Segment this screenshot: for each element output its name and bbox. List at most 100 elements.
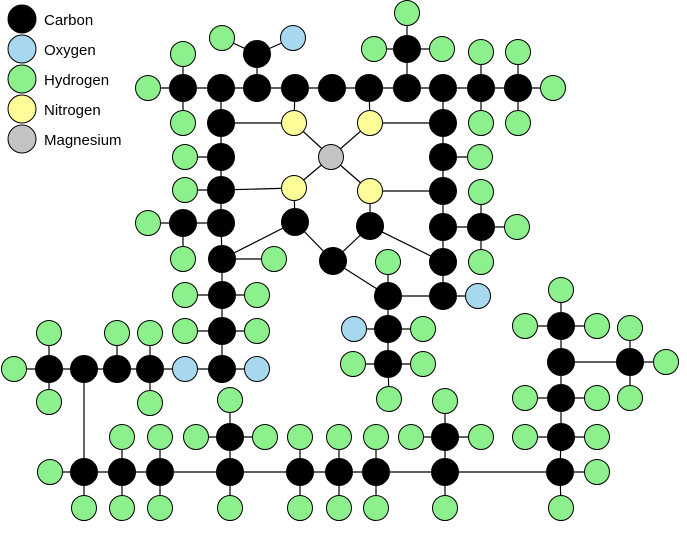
hydrogen-atom [584, 385, 610, 411]
hydrogen-atom [244, 282, 270, 308]
carbon-atom [208, 281, 236, 309]
carbon-atom [429, 74, 457, 102]
carbon-atom [286, 458, 314, 486]
hydrogen-atom [147, 424, 173, 450]
legend-swatch-oxygen [7, 34, 37, 64]
hydrogen-atom [137, 390, 163, 416]
hydrogen-atom [209, 25, 235, 51]
legend-item-nitrogen: Nitrogen [7, 94, 101, 124]
carbon-atom [169, 74, 197, 102]
carbon-atom [146, 458, 174, 486]
oxygen-atom [172, 356, 198, 382]
legend-item-oxygen: Oxygen [7, 34, 96, 64]
carbon-atom [216, 458, 244, 486]
nitrogen-atom [281, 110, 307, 136]
hydrogen-atom [512, 313, 538, 339]
carbon-atom [207, 74, 235, 102]
carbon-atom [103, 355, 131, 383]
oxygen-atom [465, 283, 491, 309]
carbon-atom [429, 213, 457, 241]
nitrogen-atom [357, 178, 383, 204]
hydrogen-atom [217, 495, 243, 521]
carbon-atom [35, 355, 63, 383]
carbon-atom [504, 74, 532, 102]
hydrogen-atom [468, 39, 494, 65]
hydrogen-atom [468, 424, 494, 450]
carbon-atom [216, 423, 244, 451]
hydrogen-atom [135, 75, 161, 101]
hydrogen-atom [71, 495, 97, 521]
hydrogen-atom [109, 424, 135, 450]
hydrogen-atom [512, 424, 538, 450]
legend-swatch-magnesium [7, 124, 37, 154]
hydrogen-atom [170, 41, 196, 67]
hydrogen-atom [548, 277, 574, 303]
hydrogen-atom [137, 320, 163, 346]
hydrogen-atom [617, 385, 643, 411]
hydrogen-atom [287, 424, 313, 450]
carbon-atom [429, 282, 457, 310]
legend-swatch-carbon [7, 4, 37, 34]
legend-item-hydrogen: Hydrogen [7, 64, 109, 94]
carbon-atom [281, 74, 309, 102]
carbon-atom [393, 35, 421, 63]
carbon-atom [431, 423, 459, 451]
atom-layer [1, 0, 679, 521]
hydrogen-atom [584, 459, 610, 485]
hydrogen-atom [363, 424, 389, 450]
hydrogen-atom [376, 386, 402, 412]
carbon-atom [325, 458, 353, 486]
legend-label-hydrogen: Hydrogen [44, 72, 109, 89]
legend-swatch-hydrogen [7, 64, 37, 94]
hydrogen-atom [398, 424, 424, 450]
legend-label-oxygen: Oxygen [44, 42, 96, 59]
carbon-atom [208, 317, 236, 345]
hydrogen-atom [170, 246, 196, 272]
nitrogen-atom [357, 110, 383, 136]
oxygen-atom [244, 356, 270, 382]
hydrogen-atom [410, 316, 436, 342]
carbon-atom [429, 143, 457, 171]
hydrogen-atom [147, 495, 173, 521]
carbon-atom [362, 458, 390, 486]
carbon-atom [318, 74, 346, 102]
legend-label-nitrogen: Nitrogen [44, 102, 101, 119]
hydrogen-atom [432, 495, 458, 521]
carbon-atom [243, 40, 271, 68]
hydrogen-atom [172, 177, 198, 203]
hydrogen-atom [217, 387, 243, 413]
hydrogen-atom [410, 351, 436, 377]
carbon-atom [208, 355, 236, 383]
hydrogen-atom [252, 424, 278, 450]
carbon-atom [108, 458, 136, 486]
nitrogen-atom [281, 175, 307, 201]
oxygen-atom [280, 25, 306, 51]
carbon-atom [393, 74, 421, 102]
carbon-atom [374, 350, 402, 378]
oxygen-atom [341, 316, 367, 342]
hydrogen-atom [505, 110, 531, 136]
hydrogen-atom [432, 388, 458, 414]
carbon-atom [467, 213, 495, 241]
carbon-atom [207, 176, 235, 204]
hydrogen-atom [468, 179, 494, 205]
carbon-atom [547, 384, 575, 412]
carbon-atom [207, 209, 235, 237]
hydrogen-atom [512, 385, 538, 411]
carbon-atom [243, 74, 271, 102]
carbon-atom [169, 209, 197, 237]
carbon-atom [429, 248, 457, 276]
carbon-atom [616, 348, 644, 376]
carbon-atom [547, 348, 575, 376]
carbon-atom [374, 282, 402, 310]
hydrogen-atom [548, 495, 574, 521]
hydrogen-atom [183, 424, 209, 450]
hydrogen-atom [584, 313, 610, 339]
hydrogen-atom [36, 389, 62, 415]
legend-item-carbon: Carbon [7, 4, 93, 34]
hydrogen-atom [504, 214, 530, 240]
carbon-atom [136, 355, 164, 383]
hydrogen-atom [244, 318, 270, 344]
carbon-atom [208, 245, 236, 273]
